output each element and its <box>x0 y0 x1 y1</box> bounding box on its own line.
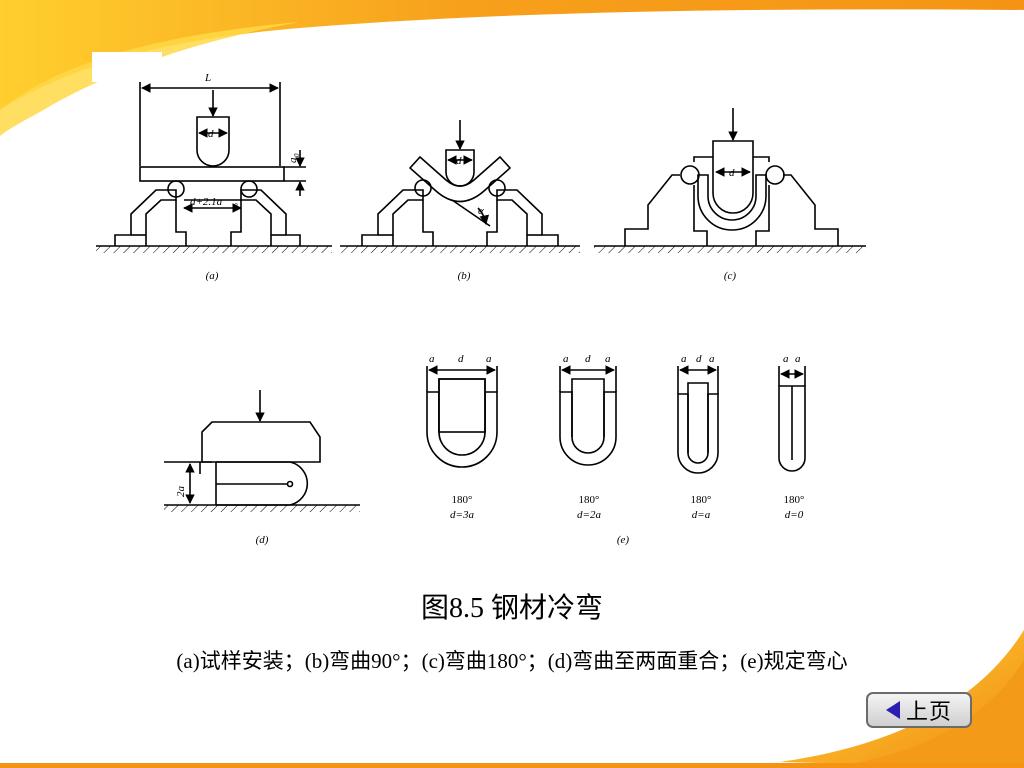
label-e3-a-right: a <box>709 353 715 365</box>
e1-angle: 180° <box>452 494 473 506</box>
figure-caption: (a)试样安装；(b)弯曲90°；(c)弯曲180°；(d)弯曲至两面重合；(e… <box>176 649 848 673</box>
e3-angle: 180° <box>691 494 712 506</box>
e3-formula: d=a <box>692 509 711 521</box>
e1-formula: d=3a <box>450 509 474 521</box>
label-e1-d: d <box>458 353 464 365</box>
label-L: L <box>204 72 211 84</box>
panel-b-bend-90 <box>340 120 580 253</box>
previous-page-label: 上页 <box>905 700 952 725</box>
specimen-d-a <box>677 365 719 474</box>
panel-label-c: (c) <box>724 270 737 282</box>
e2-angle: 180° <box>579 494 600 506</box>
label-alpha: α <box>478 205 484 217</box>
specimen-d-3a <box>426 365 498 468</box>
previous-page-button[interactable]: 上页 <box>866 692 972 728</box>
panel-c-bend-180 <box>594 108 866 253</box>
label-2a: 2a <box>175 486 187 498</box>
label-support-span: d+2.1a <box>190 196 223 208</box>
label-d-a: d <box>208 128 214 140</box>
label-a0-sub: 0 <box>293 153 301 157</box>
label-support-span-sub: 0 <box>234 202 238 210</box>
panel-label-e: (e) <box>617 534 630 546</box>
panel-a-specimen-setup <box>96 82 332 253</box>
panel-label-b: (b) <box>458 270 471 282</box>
label-d-c: d <box>729 167 735 179</box>
specimen-d-0 <box>778 366 806 472</box>
label-e3-a-left: a <box>681 353 687 365</box>
e4-angle: 180° <box>784 494 805 506</box>
label-e1-a-left: a <box>429 353 435 365</box>
label-e4-a-left: a <box>783 353 789 365</box>
label-e4-a-right: a <box>795 353 801 365</box>
e2-formula: d=2a <box>577 509 601 521</box>
top-yellow-swoosh <box>0 22 300 136</box>
e4-formula: d=0 <box>785 509 804 521</box>
specimen-d-2a <box>559 365 617 466</box>
label-a0: a <box>287 157 299 163</box>
label-e2-d: d <box>585 353 591 365</box>
figure-title: 图8.5 钢材冷弯 <box>420 593 603 624</box>
label-e3-d: d <box>696 353 702 365</box>
label-d-b: d <box>456 155 462 167</box>
label-e2-a-left: a <box>563 353 569 365</box>
panel-d-bend-flat <box>164 390 360 512</box>
left-arrow-icon <box>885 701 900 719</box>
label-e2-a-right: a <box>605 353 611 365</box>
panel-label-a: (a) <box>206 270 219 282</box>
panel-label-d: (d) <box>256 534 269 546</box>
panel-e-specified-mandrel <box>426 365 806 474</box>
label-e1-a-right: a <box>486 353 492 365</box>
